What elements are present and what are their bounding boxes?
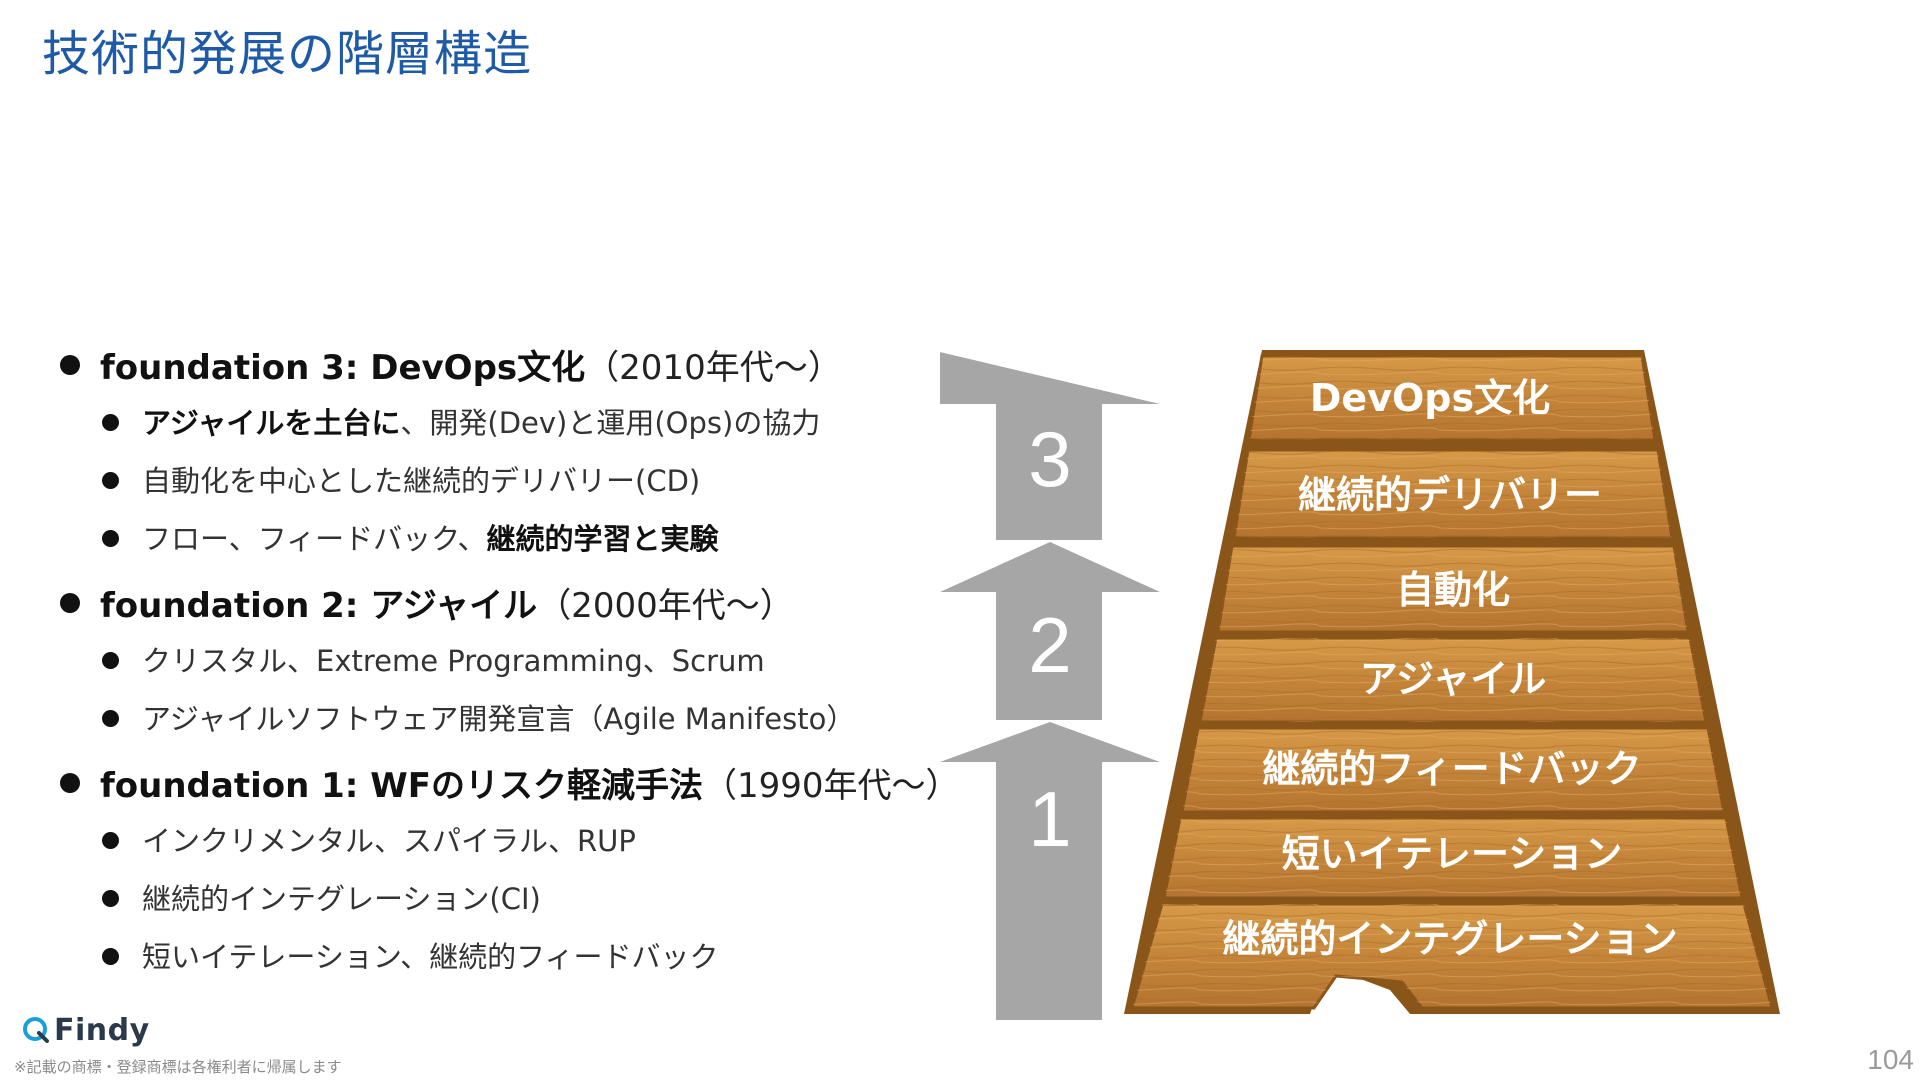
page-number: 104 [1867, 1044, 1914, 1076]
plank-2: 継続的デリバリー [1234, 450, 1672, 538]
plank-6: 短いイテレーション [1164, 818, 1742, 898]
plank-label: 継続的デリバリー [1298, 473, 1602, 517]
logo-text: Findy [54, 1013, 150, 1048]
plank-1: DevOps文化 [1249, 356, 1655, 440]
plank-7: 継続的インテグレーション [1132, 904, 1772, 1008]
plank-3: 自動化 [1218, 546, 1688, 632]
plank-5: 継続的フィードバック [1182, 728, 1724, 812]
plank-label: 継続的フィードバック [1262, 747, 1641, 791]
plank-label: 自動化 [1396, 568, 1510, 612]
plank-label: 継続的インテグレーション [1222, 917, 1677, 961]
findy-logo: Findy [22, 1012, 150, 1048]
trademark-footnote: ※記載の商標・登録商標は各権利者に帰属します [14, 1056, 342, 1077]
plank-4: アジャイル [1200, 638, 1706, 722]
plank-label: アジャイル [1360, 657, 1547, 701]
findy-logo-icon [22, 1016, 50, 1044]
plank-label: 短いイテレーション [1282, 832, 1622, 876]
plank-label: DevOps文化 [1310, 376, 1550, 420]
